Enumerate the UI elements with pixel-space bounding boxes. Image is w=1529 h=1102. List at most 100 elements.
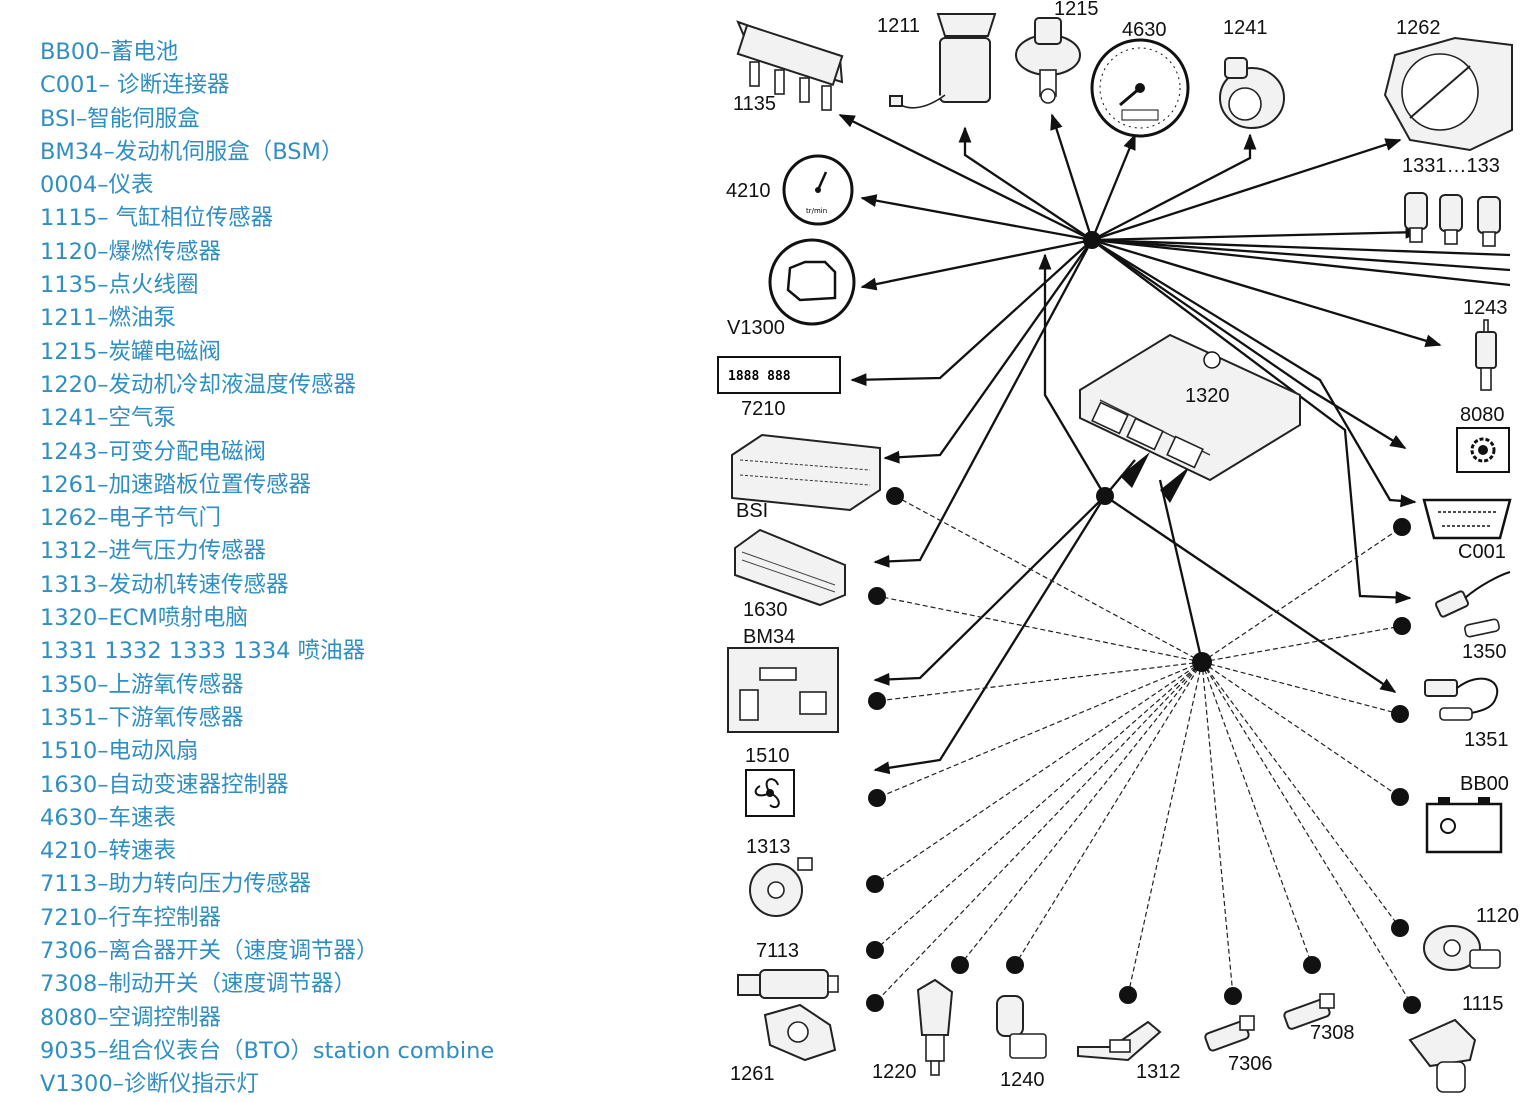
label-V1300: V1300 (727, 317, 785, 339)
input-wires (874, 459, 1413, 1006)
hubs (1083, 231, 1212, 672)
label-8080: 8080 (1460, 404, 1505, 426)
label-1630: 1630 (743, 599, 788, 621)
gearbox-ecu-1630-icon (734, 528, 846, 607)
legend-item: 1211–燃油泵 (40, 305, 177, 332)
legend-item: V1300–诊断仪指示灯 (40, 1071, 259, 1098)
hub-ecu (1096, 487, 1114, 505)
clutch-switch-7306-icon (1204, 1015, 1255, 1052)
label-1312: 1312 (1136, 1061, 1181, 1083)
label-7306: 7306 (1228, 1053, 1273, 1075)
legend-item: 1261–加速踏板位置传感器 (40, 471, 312, 498)
label-1243: 1243 (1463, 297, 1508, 319)
engine-warning-lamp-icon (768, 238, 856, 326)
ecu-arrow-1 (1120, 452, 1150, 488)
ecm-1320-icon (1079, 333, 1301, 482)
legend-item: 1241–空气泵 (40, 405, 177, 432)
legend-item: 1120–爆燃传感器 (40, 238, 222, 265)
legend-item: 1351–下游氧传感器 (40, 704, 244, 731)
legend-item: 8080–空调控制器 (40, 1004, 222, 1031)
legend-item: 1135–点火线圈 (40, 272, 199, 299)
label-1220: 1220 (872, 1061, 917, 1083)
legend-item: 1313–发动机转速传感器 (40, 571, 289, 598)
tachometer-4210-icon: tr/min (782, 154, 854, 226)
label-4210: 4210 (726, 180, 771, 202)
pedal-sensor-1261-icon (763, 1003, 837, 1062)
label-1320: 1320 (1185, 385, 1230, 407)
tachometer-unit: tr/min (806, 207, 827, 215)
label-BB00: BB00 (1460, 773, 1509, 795)
label-1313: 1313 (746, 836, 791, 858)
cruise-display-7210-icon: 1888 888 (717, 356, 841, 394)
label-1510: 1510 (745, 745, 790, 767)
label-1120: 1120 (1476, 905, 1519, 927)
input-dots (866, 487, 1421, 1014)
fuel-pump-1211-icon (889, 13, 997, 109)
legend-item: 1331 1332 1333 1334 喷油器 (40, 638, 366, 665)
injectors-1331-icon (1404, 192, 1501, 247)
hub-input (1192, 652, 1212, 672)
label-7113: 7113 (756, 940, 799, 962)
label-1261: 1261 (730, 1063, 775, 1085)
output-wires (838, 113, 1511, 775)
brake-switch-7308-icon (1283, 993, 1335, 1030)
label-1135: 1135 (733, 93, 776, 115)
legend-item: 1350–上游氧传感器 (40, 671, 244, 698)
label-1331: 1331…133 (1402, 155, 1500, 177)
label-BSI: BSI (736, 500, 768, 522)
legend-item: 0004–仪表 (40, 172, 154, 199)
legend-item: 7306–离合器开关（速度调节器） (40, 938, 379, 965)
legend-item: BB00–蓄电池 (40, 39, 179, 65)
bsm-box-icon (727, 647, 839, 733)
label-1262: 1262 (1396, 17, 1441, 39)
label-BM34: BM34 (743, 626, 795, 648)
hub-output (1083, 231, 1101, 249)
legend-item: 1243–可变分配电磁阀 (40, 438, 267, 465)
legend-item: 1312–进气压力传感器 (40, 538, 267, 565)
legend-item: BSI–智能伺服盒 (40, 105, 200, 132)
label-1240: 1240 (1000, 1069, 1045, 1091)
label-4630: 4630 (1122, 19, 1167, 41)
cam-sensor-1115-icon (1408, 1018, 1477, 1093)
o2-sensor-1350-icon (1435, 571, 1511, 638)
label-7308: 7308 (1310, 1022, 1355, 1044)
legend-item: 7113–助力转向压力传感器 (40, 871, 312, 898)
legend-item: 4210–转速表 (40, 838, 177, 865)
label-1115: 1115 (1462, 993, 1504, 1015)
ac-control-8080-icon (1456, 427, 1510, 473)
ecu-arrow-2 (1160, 466, 1190, 503)
cooling-fan-1510-icon (745, 769, 795, 817)
legend-item: 7308–制动开关（速度调节器） (40, 971, 357, 998)
speedometer-4630-icon (1090, 38, 1190, 138)
vvt-valve-1243-icon (1475, 319, 1497, 391)
legend-item: BM34–发动机伺服盒（BSM） (40, 138, 344, 165)
bsi-box-icon (731, 433, 881, 512)
label-1215: 1215 (1054, 0, 1099, 20)
diagnostic-connector-C001-icon (1422, 498, 1512, 540)
legend-item: 1320–ECM喷射电脑 (40, 605, 248, 632)
label-1241: 1241 (1223, 17, 1268, 39)
canister-valve-1215-icon (1015, 17, 1081, 104)
rpm-sensor-1313-icon (749, 857, 813, 917)
ignition-coil-1135-icon (736, 20, 844, 111)
map-sensor-1312-icon (1077, 1020, 1162, 1062)
label-7210: 7210 (741, 398, 786, 420)
o2-sensor-1351-icon (1424, 677, 1499, 721)
legend-item: 1262–电子节气门 (40, 505, 222, 532)
air-pump-1241-icon (1219, 57, 1285, 129)
legend-item: 1510–电动风扇 (40, 738, 199, 765)
legend-item: 1215–炭罐电磁阀 (40, 338, 222, 365)
legend-item: 4630–车速表 (40, 804, 177, 831)
battery-BB00-icon (1425, 797, 1503, 854)
throttle-body-1262-icon (1383, 36, 1513, 152)
label-1350: 1350 (1462, 641, 1507, 663)
legend-item: 7210–行车控制器 (40, 904, 222, 931)
legend-item: 9035–组合仪表台（BTO）station combine (40, 1037, 495, 1064)
component-legend: BB00–蓄电池 C001– 诊断连接器 BSI–智能伺服盒 BM34–发动机伺服盒（… (40, 36, 494, 1102)
cruise-display-readout: 1888 888 (728, 369, 791, 384)
sensor-1240-icon (996, 995, 1047, 1059)
legend-item: 1115– 气缸相位传感器 (40, 205, 274, 232)
legend-item: C001– 诊断连接器 (40, 72, 230, 99)
label-1351: 1351 (1464, 729, 1509, 751)
